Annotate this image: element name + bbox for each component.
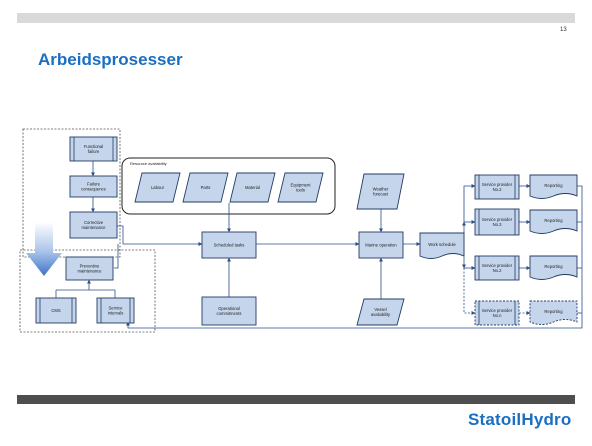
- node-label: Weather: [373, 186, 389, 191]
- statoilhydro-logo: StatoilHydro: [468, 410, 572, 429]
- big-down-arrow-icon: [26, 222, 62, 276]
- node-material: Material: [229, 172, 276, 203]
- node-label: Operational: [218, 306, 240, 311]
- node-label: Reporting: [544, 264, 563, 269]
- node-label: consequence: [81, 187, 107, 192]
- node-label: intervals: [108, 311, 124, 316]
- node-label: Service provider: [482, 182, 513, 187]
- node-label: maintenance: [78, 269, 103, 274]
- node-label: Corrective: [84, 220, 104, 225]
- node-label: tools: [296, 188, 305, 193]
- node-label: No.2: [493, 268, 503, 273]
- preventive-dashed-group: [19, 249, 156, 333]
- node-reporting-2: Reporting: [529, 209, 578, 234]
- node-reporting-3: Reporting: [529, 255, 578, 280]
- node-label: Material: [245, 185, 260, 190]
- resource-availability-label: Resource availability: [130, 161, 167, 166]
- page-number: 13: [560, 27, 567, 33]
- node-parts: Parts: [182, 172, 229, 203]
- node-work-schedule: Work schedule: [419, 232, 465, 259]
- slide-title: Arbeidsprosesser: [38, 50, 183, 69]
- node-reporting-n: Reporting: [529, 300, 578, 325]
- node-label: failure: [88, 149, 100, 154]
- node-label: Service: [109, 305, 124, 310]
- node-label: forecast: [373, 192, 389, 197]
- node-label: Vessel: [374, 307, 386, 312]
- resource-availability-group: [121, 157, 336, 215]
- node-cms: CMS: [35, 297, 77, 324]
- node-label: Parts: [201, 185, 211, 190]
- node-label: Equipment: [290, 182, 311, 187]
- diagram-nodes: FunctionalfailureFailureconsequenceCorre…: [35, 136, 578, 326]
- connectors: [55, 161, 583, 329]
- node-label: Marine operation: [365, 243, 397, 248]
- node-marine-operation: Marine operation: [358, 231, 404, 259]
- bottom-bar: [17, 395, 575, 404]
- node-label: Functional: [84, 144, 103, 149]
- node-label: Failure: [87, 181, 100, 186]
- node-labour: Labour: [134, 172, 181, 203]
- node-label: availability: [371, 312, 391, 317]
- node-label: maintenance: [82, 225, 107, 230]
- node-label: commitments: [217, 311, 242, 316]
- node-label: Service provider: [482, 217, 513, 222]
- node-label: No.2: [493, 187, 503, 192]
- node-label: Reporting: [544, 218, 563, 223]
- node-label: Scheduled tasks: [214, 243, 245, 248]
- node-label: Reporting: [544, 309, 563, 314]
- node-label: No.n: [493, 313, 503, 318]
- node-scheduled-tasks: Scheduled tasks: [201, 231, 257, 259]
- node-label: Labour: [151, 185, 165, 190]
- top-bar: [17, 13, 575, 23]
- node-label: Reporting: [544, 183, 563, 188]
- node-label: CMS: [51, 308, 61, 313]
- node-reporting-1: Reporting: [529, 174, 578, 199]
- node-label: Service provider: [482, 263, 513, 268]
- node-label: Preventive: [80, 263, 100, 268]
- node-label: Service provider: [482, 308, 513, 313]
- node-label: Work schedule: [428, 242, 456, 247]
- node-label: No.3: [493, 222, 503, 227]
